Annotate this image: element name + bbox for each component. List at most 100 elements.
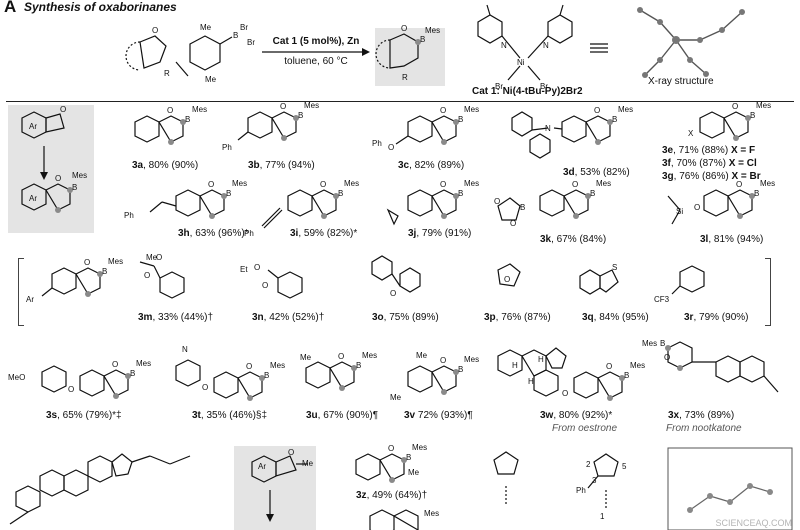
svg-text:Mes: Mes xyxy=(630,361,645,370)
svg-text:Mes: Mes xyxy=(642,339,657,348)
svg-text:Br: Br xyxy=(495,82,503,91)
svg-text:Mes: Mes xyxy=(304,101,319,110)
svg-text:O: O xyxy=(55,174,61,183)
svg-text:O: O xyxy=(320,180,326,189)
general-scheme: Ar O Ar O B Mes xyxy=(21,105,87,213)
svg-text:B: B xyxy=(750,111,755,120)
svg-text:Ar: Ar xyxy=(26,295,34,304)
svg-text:Mes: Mes xyxy=(412,443,427,452)
svg-text:O: O xyxy=(504,275,510,284)
svg-text:Mes: Mes xyxy=(232,179,247,188)
reagent-me1: Me xyxy=(200,23,212,32)
caption-3q: 3q, 84% (95%) xyxy=(582,312,649,323)
svg-text:O: O xyxy=(167,106,173,115)
svg-text:O: O xyxy=(112,360,118,369)
caption-3t: 3t, 35% (46%)§‡ xyxy=(192,410,268,421)
svg-text:O: O xyxy=(338,352,344,361)
svg-text:H: H xyxy=(538,355,544,364)
caption-3f: 3f, 70% (87%) X = Cl xyxy=(662,158,757,169)
note-3x-source: From nootkatone xyxy=(666,423,742,434)
xray-structure-image xyxy=(637,7,745,78)
svg-text:Mes: Mes xyxy=(136,359,151,368)
caption-3v: 3v 72% (93%)¶ xyxy=(404,410,473,421)
note-3w-source: From oestrone xyxy=(552,423,618,434)
caption-3d: 3d, 53% (82%) xyxy=(563,167,630,178)
svg-text:B: B xyxy=(130,369,135,378)
svg-text:Mes: Mes xyxy=(464,355,479,364)
svg-text:O: O xyxy=(156,253,162,262)
svg-text:B: B xyxy=(590,189,595,198)
svg-text:O: O xyxy=(390,289,396,298)
reaction-conditions: toluene, 60 °C xyxy=(284,56,348,67)
svg-text:Mes: Mes xyxy=(192,105,207,114)
caption-3n: 3n, 42% (52%)† xyxy=(252,312,325,323)
svg-text:R: R xyxy=(402,73,408,82)
caption-3x: 3x, 73% (89%) xyxy=(668,410,735,421)
reagent-diol-structure: O R Me Me B Br Br xyxy=(125,23,370,84)
divider-top xyxy=(6,101,794,102)
svg-text:B: B xyxy=(660,339,665,348)
svg-text:O: O xyxy=(202,383,208,392)
svg-text:O: O xyxy=(280,102,286,111)
caption-3i: 3i, 59% (82%)* xyxy=(290,228,358,239)
svg-text:O: O xyxy=(606,362,612,371)
xray-label: X-ray structure xyxy=(648,76,714,87)
reagent-br2: Br xyxy=(247,38,255,47)
svg-text:Me: Me xyxy=(416,351,428,360)
svg-text:B: B xyxy=(226,189,231,198)
svg-text:Ph: Ph xyxy=(222,143,232,152)
svg-text:B: B xyxy=(298,111,303,120)
svg-text:B: B xyxy=(102,267,107,276)
svg-text:Ar: Ar xyxy=(29,194,37,203)
svg-text:Mes: Mes xyxy=(760,179,775,188)
svg-text:Mes: Mes xyxy=(596,179,611,188)
svg-text:Me: Me xyxy=(300,353,312,362)
row3-structures: Ar O B Mes Me O O Et O O O O S CF3 xyxy=(26,253,705,304)
svg-text:O: O xyxy=(388,444,394,453)
bracket-right xyxy=(765,258,771,326)
caption-3u: 3u, 67% (90%)¶ xyxy=(306,410,379,421)
panel-title: Synthesis of oxaborinanes xyxy=(24,0,177,14)
svg-text:Mes: Mes xyxy=(108,257,123,266)
svg-text:B: B xyxy=(356,361,361,370)
svg-text:Me: Me xyxy=(390,393,402,402)
watermark: SCIENCEAQ.COM xyxy=(715,518,792,528)
svg-text:B: B xyxy=(72,183,77,192)
svg-text:N: N xyxy=(182,345,188,354)
svg-text:B: B xyxy=(458,115,463,124)
svg-text:B: B xyxy=(185,115,190,124)
caption-3h: 3h, 63% (96%)* xyxy=(178,228,249,239)
svg-text:O: O xyxy=(594,106,600,115)
caption-3j: 3j, 79% (91%) xyxy=(408,228,472,239)
row2-structures: Ph O B Mes Ph O B Mes O B Mes O O B O B … xyxy=(124,179,775,238)
reaction-catalyst: Cat 1 (5 mol%), Zn xyxy=(272,36,360,47)
product-structure: O B Mes R xyxy=(375,24,440,82)
svg-text:Mes: Mes xyxy=(464,179,479,188)
svg-text:Mes: Mes xyxy=(425,26,440,35)
reagent-r-label: R xyxy=(164,69,170,78)
panel-letter: A xyxy=(4,0,17,16)
caption-3c: 3c, 82% (89%) xyxy=(398,160,465,171)
svg-text:N: N xyxy=(501,41,507,50)
svg-text:H: H xyxy=(528,377,534,386)
svg-text:Ni: Ni xyxy=(517,58,525,67)
svg-text:Mes: Mes xyxy=(618,105,633,114)
svg-text:O: O xyxy=(736,180,742,189)
svg-text:O: O xyxy=(68,385,74,394)
svg-text:Mes: Mes xyxy=(464,105,479,114)
caption-3m: 3m, 33% (44%)† xyxy=(138,312,214,323)
svg-text:O: O xyxy=(388,143,394,152)
svg-text:O: O xyxy=(246,362,252,371)
reagent-o-label: O xyxy=(152,26,158,35)
svg-text:B: B xyxy=(624,371,629,380)
svg-text:CF3: CF3 xyxy=(654,295,670,304)
row4-structures: MeO O O B Mes N O O B Mes Me O B Mes Me … xyxy=(8,339,779,402)
svg-text:O: O xyxy=(262,281,268,290)
caption-3p: 3p, 76% (87%) xyxy=(484,312,551,323)
row1-structures: O B Mes Ph O B Mes Ph O O B Mes N O B Me… xyxy=(134,101,771,159)
svg-text:O: O xyxy=(664,353,670,362)
caption-3a: 3a, 80% (90%) xyxy=(132,160,199,171)
svg-text:O: O xyxy=(732,102,738,111)
